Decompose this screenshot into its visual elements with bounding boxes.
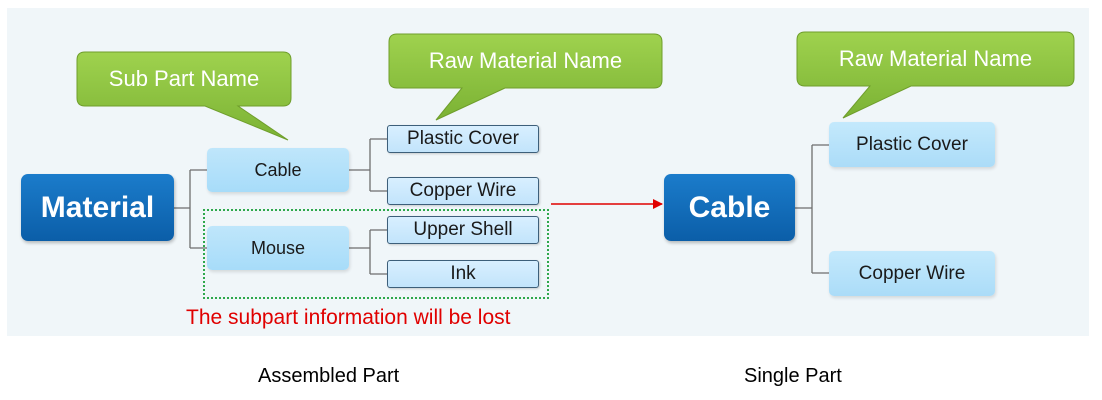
- callout-sub-part-shape: [76, 51, 292, 141]
- callout-raw-material-name-left: Raw Material Name: [428, 48, 623, 73]
- subpart-node-mouse[interactable]: Mouse: [207, 226, 349, 270]
- leaf-node-upper-shell[interactable]: Upper Shell: [387, 216, 539, 244]
- lost-info-note: The subpart information will be lost: [186, 306, 511, 329]
- lost-subpart-highlight: [203, 209, 549, 299]
- callout-raw-left-shape: [388, 33, 663, 121]
- root-node-material[interactable]: Material: [21, 174, 174, 241]
- callout-raw-right-shape: [796, 31, 1075, 119]
- callout-sub-part-name: Sub Part Name: [108, 66, 260, 91]
- single-leaf-plastic-cover[interactable]: Plastic Cover: [829, 122, 995, 167]
- root-node-cable[interactable]: Cable: [664, 174, 795, 241]
- leaf-node-ink[interactable]: Ink: [387, 260, 539, 288]
- caption-assembled-part: Assembled Part: [258, 365, 400, 387]
- assembled-connectors: [174, 138, 387, 275]
- single-leaf-copper-wire[interactable]: Copper Wire: [829, 251, 995, 296]
- caption-single-part: Single Part: [744, 365, 842, 387]
- subpart-node-cable[interactable]: Cable: [207, 148, 349, 192]
- leaf-node-copper-wire[interactable]: Copper Wire: [387, 177, 539, 205]
- single-connectors: [795, 144, 829, 274]
- leaf-node-plastic-cover[interactable]: Plastic Cover: [387, 125, 539, 153]
- callout-raw-material-name-right: Raw Material Name: [838, 46, 1033, 71]
